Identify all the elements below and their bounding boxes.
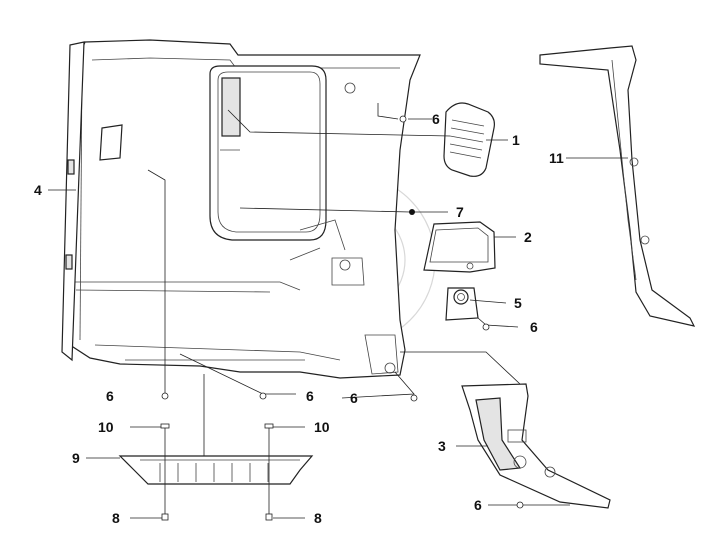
- part-fasteners: [160, 423, 274, 521]
- part-floor-tray: [118, 455, 314, 485]
- reference-dots: [161, 115, 524, 509]
- callout-8-right: 8: [314, 510, 322, 526]
- callout-9: 9: [72, 450, 80, 466]
- part-power-outlet: [445, 287, 479, 321]
- callout-4: 4: [34, 182, 42, 198]
- part-lower-corner-trim: [461, 383, 611, 509]
- callout-2: 2: [524, 229, 532, 245]
- callout-11: 11: [549, 150, 564, 166]
- callout-6-bottom-right: 6: [350, 390, 358, 406]
- callout-6-top: 6: [432, 111, 440, 127]
- quarter-trim-panel: [61, 39, 421, 379]
- callout-7: 7: [456, 204, 464, 220]
- callout-3: 3: [438, 438, 446, 454]
- callout-6-bottom-mid: 6: [306, 388, 314, 404]
- callout-10-right: 10: [314, 419, 330, 435]
- callout-6-lower: 6: [474, 497, 482, 513]
- leader-lines: [48, 103, 628, 519]
- part-vent-grille: [443, 102, 495, 177]
- part-storage-bin: [423, 221, 496, 273]
- callout-labels: 6 1 11 4 7 2 5 6 6 6 6 10 10 3 9 6 8 8: [34, 111, 564, 526]
- callout-5: 5: [514, 295, 522, 311]
- callout-8-left: 8: [112, 510, 120, 526]
- callout-6-right: 6: [530, 319, 538, 335]
- callout-6-bottom-left: 6: [106, 388, 114, 404]
- part-pillar-trim: [539, 45, 696, 327]
- callout-10-left: 10: [98, 419, 114, 435]
- callout-1: 1: [512, 132, 520, 148]
